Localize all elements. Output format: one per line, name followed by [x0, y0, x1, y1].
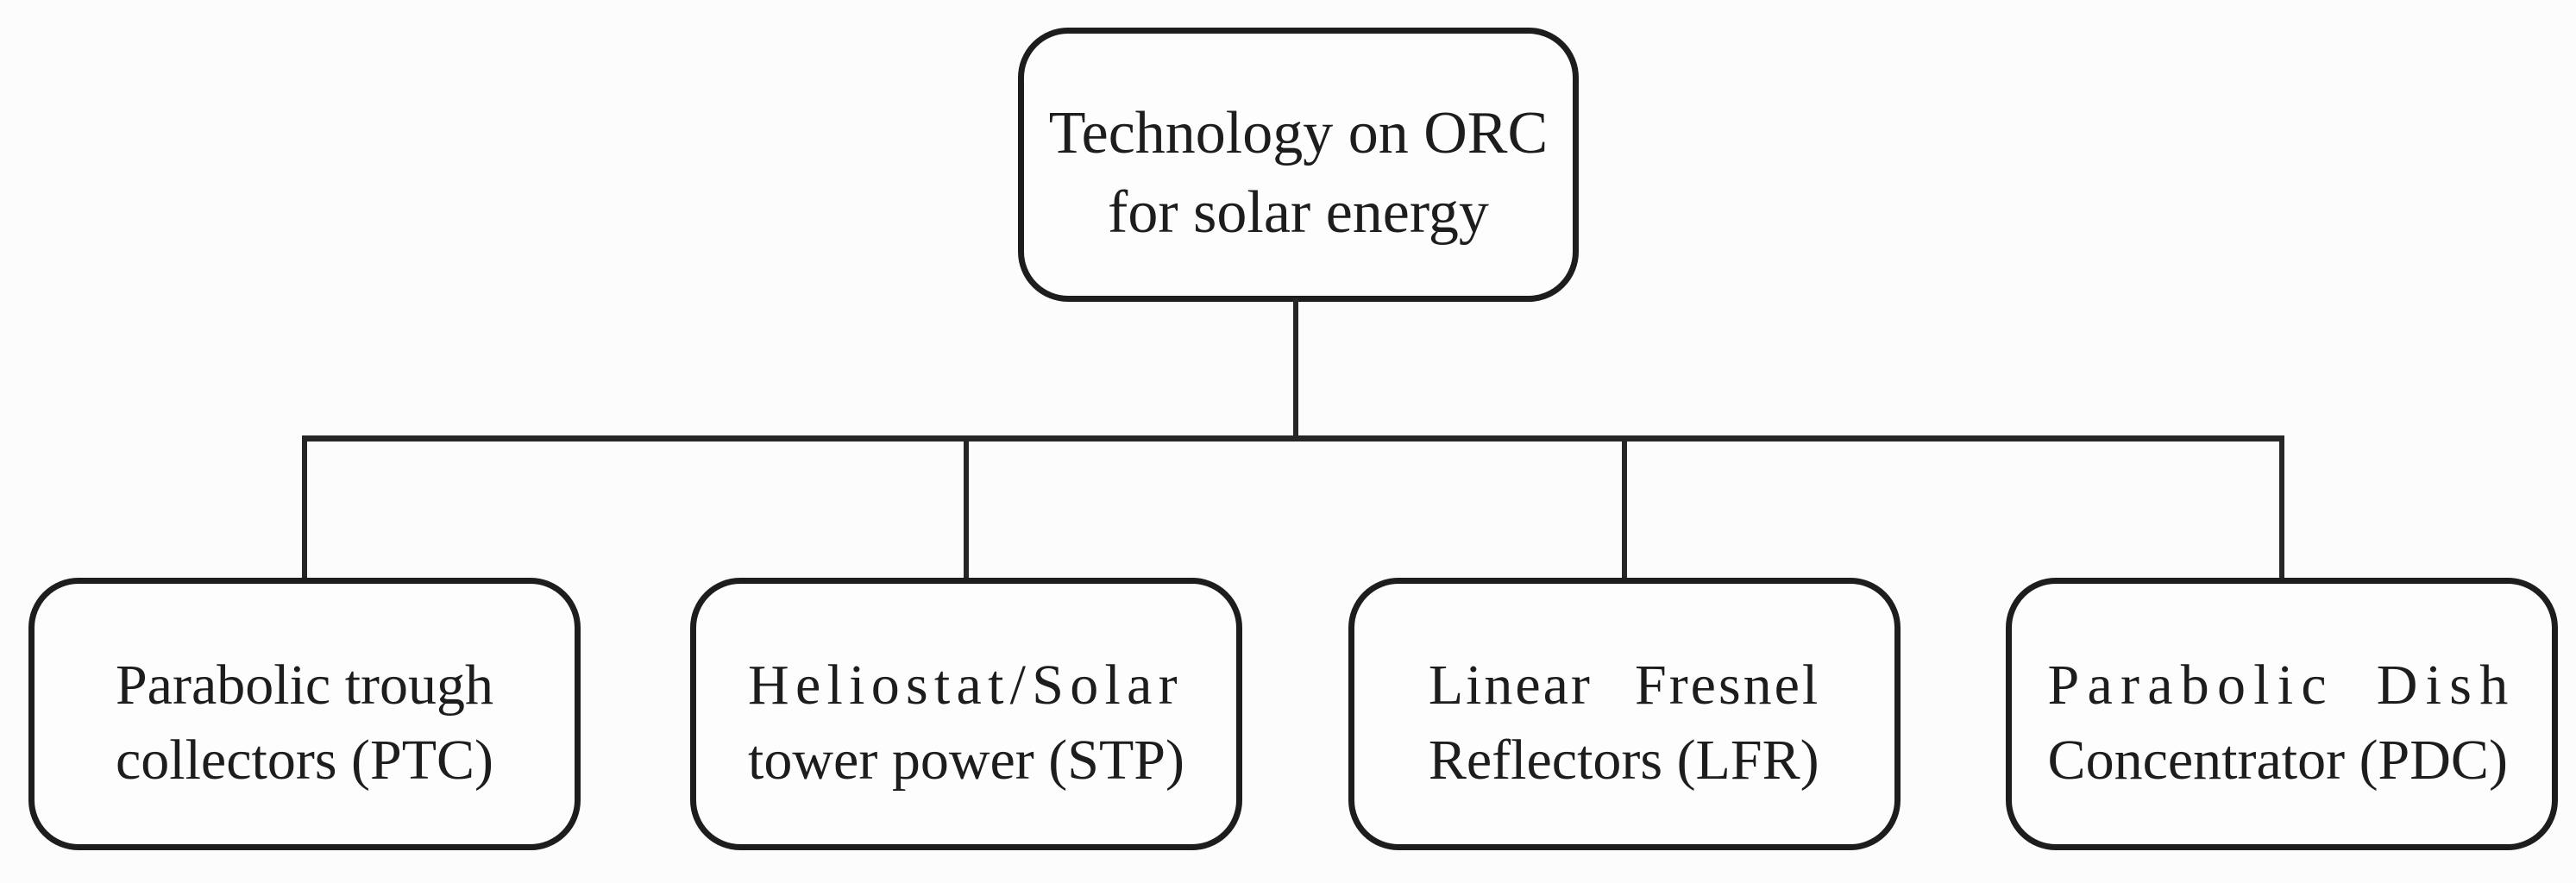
node-text-block: Parabolic Dish Concentrator (PDC) [2048, 648, 2516, 798]
node-text-line-2: collectors (PTC) [115, 729, 494, 792]
node-text-block: Heliostat/Solar tower power (STP) [748, 648, 1184, 798]
node-text-line-2: Concentrator (PDC) [2047, 729, 2508, 792]
connector-drop-stp [964, 435, 969, 582]
connector-drop-lfr [1622, 435, 1627, 582]
node-text-line-2: Reflectors (LFR) [1428, 729, 1819, 792]
node-parabolic-trough-collectors: Parabolic trough collectors (PTC) [28, 578, 581, 850]
connector-drop-pdc [2279, 435, 2284, 582]
node-text-line-1: Parabolic trough [115, 653, 494, 717]
node-text-line-1: Linear Fresnel [1428, 653, 1821, 717]
node-text-block: Linear Fresnel Reflectors (LFR) [1429, 648, 1820, 798]
connector-drop-ptc [302, 435, 307, 582]
connector-root-stem [1293, 298, 1298, 442]
node-text-block: Parabolic trough collectors (PTC) [116, 648, 493, 798]
node-parabolic-dish-concentrator: Parabolic Dish Concentrator (PDC) [2006, 578, 2558, 850]
node-heliostat-solar-tower-power: Heliostat/Solar tower power (STP) [690, 578, 1242, 850]
node-text-line-1: Technology on ORC [1048, 99, 1549, 166]
node-text-line-1: Heliostat/Solar [748, 653, 1184, 717]
node-technology-on-orc: Technology on ORC for solar energy [1018, 28, 1579, 302]
node-linear-fresnel-reflectors: Linear Fresnel Reflectors (LFR) [1348, 578, 1901, 850]
node-text-line-1: Parabolic Dish [2047, 653, 2516, 717]
node-text-line-2: tower power (STP) [748, 729, 1184, 792]
node-text-line-2: for solar energy [1108, 179, 1489, 246]
connector-horizontal-bar [302, 435, 2284, 442]
node-text-block: Technology on ORC for solar energy [1049, 94, 1548, 254]
